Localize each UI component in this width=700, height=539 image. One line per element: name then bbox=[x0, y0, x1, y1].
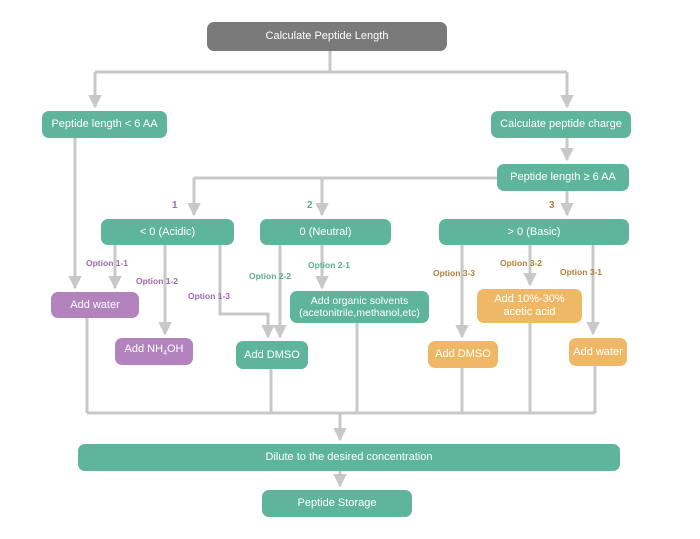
nh4oh-subscript: 4 bbox=[163, 350, 167, 358]
branch-number-3: 3 bbox=[549, 200, 555, 211]
box-label: Dilute to the desired concentration bbox=[265, 451, 433, 463]
neutral-box: 0 (Neutral) bbox=[260, 219, 391, 245]
box-label: Add NH4OH bbox=[125, 343, 184, 360]
option-1-1-label: Option 1-1 bbox=[86, 258, 129, 268]
add-water-acidic-box: Add water bbox=[51, 292, 139, 318]
branch-number-2: 2 bbox=[307, 200, 313, 211]
add-water-basic-box: Add water bbox=[569, 338, 627, 366]
box-label: Add DMSO bbox=[435, 348, 491, 360]
box-label: 0 (Neutral) bbox=[299, 225, 352, 238]
nh4oh-suffix: OH bbox=[166, 342, 184, 355]
box-label: Calculate peptide charge bbox=[500, 118, 622, 130]
box-label-line2: (acetonitrile,methanol,etc) bbox=[299, 307, 420, 319]
box-label: > 0 (Basic) bbox=[507, 225, 561, 238]
option-3-3-label: Option 3-3 bbox=[433, 268, 476, 278]
peptide-length-short-box: Peptide length < 6 AA bbox=[42, 111, 167, 138]
option-3-2-label: Option 3-2 bbox=[500, 258, 543, 268]
option-3-1-label: Option 3-1 bbox=[560, 267, 603, 277]
option-1-3-label: Option 1-3 bbox=[188, 291, 231, 301]
add-nh4oh-box: Add NH4OH bbox=[115, 338, 193, 365]
option-2-2-label: Option 2-2 bbox=[249, 271, 292, 281]
nh4oh-prefix: Add NH bbox=[124, 342, 164, 355]
box-label-line1: Add organic solvents bbox=[310, 295, 409, 307]
add-dmso-basic-box: Add DMSO bbox=[428, 341, 498, 368]
calculate-peptide-charge-box: Calculate peptide charge bbox=[491, 111, 631, 138]
basic-box: > 0 (Basic) bbox=[439, 219, 629, 245]
add-acetic-acid-box: Add 10%-30% acetic acid bbox=[477, 289, 582, 323]
box-label: Peptide length < 6 AA bbox=[51, 118, 158, 130]
calculate-peptide-length-box: Calculate Peptide Length bbox=[207, 22, 447, 51]
option-1-2-label: Option 1-2 bbox=[136, 276, 179, 286]
box-label: Calculate Peptide Length bbox=[265, 30, 389, 42]
option-2-1-label: Option 2-1 bbox=[308, 260, 351, 270]
dilute-box: Dilute to the desired concentration bbox=[78, 444, 620, 471]
box-label-line1: Add 10%-30% bbox=[494, 293, 565, 305]
box-label-line2: acetic acid bbox=[503, 306, 556, 318]
acidic-box: < 0 (Acidic) bbox=[101, 219, 234, 245]
arrow bbox=[218, 245, 275, 339]
box-label: Add water bbox=[70, 298, 120, 311]
peptide-length-long-box: Peptide length ≥ 6 AA bbox=[497, 164, 629, 191]
branch-number-1: 1 bbox=[172, 200, 178, 211]
peptide-storage-box: Peptide Storage bbox=[262, 490, 412, 517]
box-label: Add water bbox=[573, 345, 623, 358]
add-dmso-neutral-box: Add DMSO bbox=[236, 341, 308, 369]
box-label: < 0 (Acidic) bbox=[139, 225, 196, 238]
add-organic-solvents-box: Add organic solvents (acetonitrile,metha… bbox=[290, 291, 429, 323]
box-label: Peptide Storage bbox=[297, 497, 377, 509]
box-label: Peptide length ≥ 6 AA bbox=[510, 171, 616, 183]
box-label: Add DMSO bbox=[244, 348, 300, 361]
